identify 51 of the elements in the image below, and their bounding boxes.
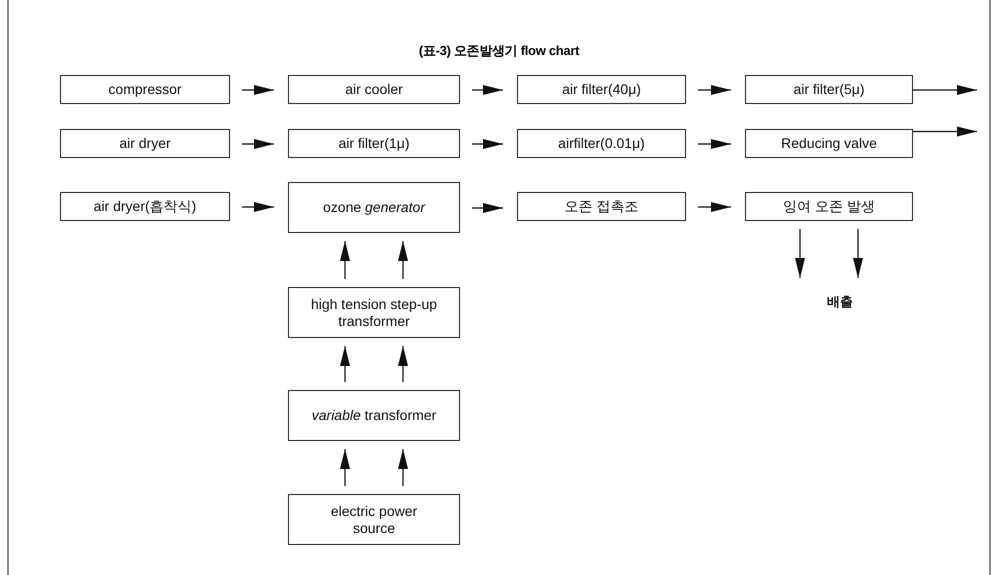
process-box <box>288 390 460 441</box>
flow-arrow <box>472 203 503 213</box>
process-box <box>288 494 460 545</box>
flow-arrow <box>242 85 274 95</box>
flow-arrow <box>398 449 408 486</box>
flow-arrow <box>698 139 731 149</box>
process-box <box>517 75 686 104</box>
process-box <box>60 75 230 104</box>
process-box <box>288 129 460 158</box>
flow-arrow <box>698 202 731 212</box>
process-box <box>60 192 230 221</box>
flow-arrow <box>853 229 863 278</box>
process-box <box>60 129 230 158</box>
flow-arrow <box>398 241 408 279</box>
box-label: compressor <box>107 81 183 98</box>
box-label: air dryer(흡착식) <box>92 198 198 215</box>
box-label: high tension step-up transformer <box>310 296 438 330</box>
process-box <box>517 129 686 158</box>
box-label: air filter(5μ) <box>792 81 866 98</box>
flow-arrow <box>795 229 805 278</box>
process-box <box>745 129 913 158</box>
box-label: air cooler <box>344 81 404 98</box>
process-box <box>745 75 913 104</box>
box-label: ozone generator <box>322 199 426 216</box>
flow-arrow <box>472 139 503 149</box>
flow-arrow <box>242 139 274 149</box>
flow-arrow <box>398 346 408 382</box>
box-label: electric power source <box>330 502 418 536</box>
process-box <box>745 192 913 221</box>
box-label: 잉여 오존 발생 <box>782 198 876 215</box>
flow-arrow <box>340 449 350 486</box>
process-box <box>288 182 460 233</box>
box-label: air dryer <box>118 135 172 152</box>
flow-arrow <box>340 241 350 279</box>
process-box <box>517 192 686 221</box>
diagram-title: (표-3) 오존발생기 flow chart <box>418 42 580 60</box>
process-box <box>288 75 460 104</box>
box-label: airfilter(0.01μ) <box>557 135 646 152</box>
flow-arrow <box>913 85 977 95</box>
outlet-label: 배출 <box>826 294 854 310</box>
flow-arrow <box>472 85 503 95</box>
flow-arrow <box>242 202 274 212</box>
process-box <box>288 287 460 338</box>
box-label: Reducing valve <box>780 135 878 152</box>
flow-arrow <box>913 126 977 136</box>
box-label: variable transformer <box>310 407 438 424</box>
flow-arrow <box>340 346 350 382</box>
box-label: air filter(1μ) <box>337 135 411 152</box>
box-label: 오존 접촉조 <box>564 198 640 215</box>
flow-arrow <box>698 85 731 95</box>
box-label: air filter(40μ) <box>561 81 642 98</box>
